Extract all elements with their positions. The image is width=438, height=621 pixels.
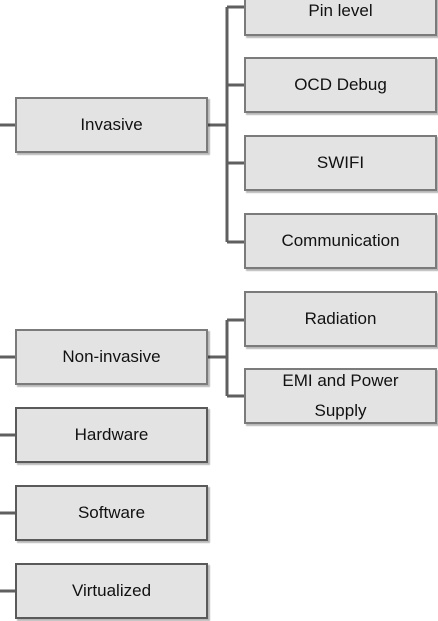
node-swifi: SWIFI: [244, 135, 437, 191]
node-communication-label: Communication: [281, 231, 400, 250]
node-ocd-debug-label: OCD Debug: [294, 75, 387, 94]
node-swifi-label: SWIFI: [316, 153, 365, 172]
node-radiation: Radiation: [244, 291, 437, 347]
node-invasive-label: Invasive: [80, 115, 143, 134]
node-ocd-debug: OCD Debug: [244, 57, 437, 113]
node-virtualized: Virtualized: [15, 563, 208, 619]
node-pin-level: Pin level: [244, 0, 437, 36]
node-hardware: Hardware: [15, 407, 208, 463]
node-emi-power-supply: EMI and Power Supply: [244, 368, 437, 424]
node-non-invasive-label: Non-invasive: [62, 347, 161, 366]
node-software: Software: [15, 485, 208, 541]
node-virtualized-label: Virtualized: [71, 581, 152, 600]
node-communication: Communication: [244, 213, 437, 269]
node-non-invasive: Non-invasive: [15, 329, 208, 385]
node-pin-level-label: Pin level: [308, 1, 373, 20]
node-hardware-label: Hardware: [74, 425, 149, 444]
node-invasive: Invasive: [15, 97, 208, 153]
node-emi-power-supply-label: EMI and Power Supply: [282, 371, 399, 420]
node-radiation-label: Radiation: [304, 309, 377, 328]
node-software-label: Software: [77, 503, 146, 522]
